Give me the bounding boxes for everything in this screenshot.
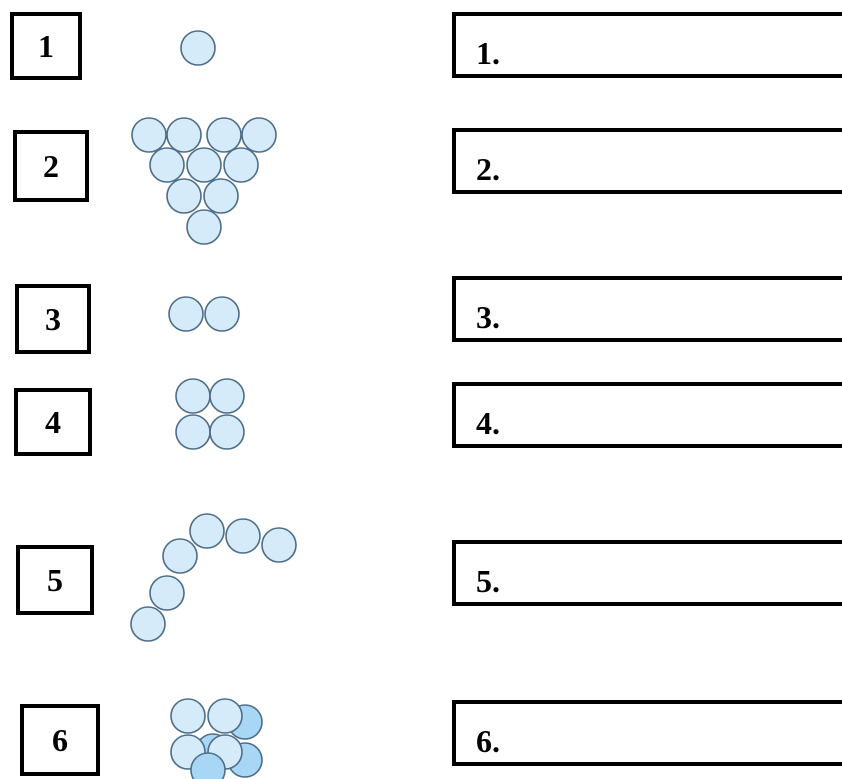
particle-circle bbox=[226, 519, 260, 553]
particle-circle bbox=[210, 379, 244, 413]
particle-circle bbox=[190, 514, 224, 548]
particle-circle bbox=[204, 179, 238, 213]
answer-box-3[interactable]: 3. bbox=[452, 276, 842, 342]
particle-circle bbox=[242, 118, 276, 152]
particle-circle bbox=[169, 297, 203, 331]
particle-circle bbox=[210, 415, 244, 449]
particle-circle bbox=[176, 415, 210, 449]
particle-circle bbox=[191, 753, 225, 779]
particle-circle bbox=[171, 699, 205, 733]
particle-circle bbox=[132, 118, 166, 152]
particle-circle bbox=[224, 148, 258, 182]
answer-label: 3. bbox=[476, 299, 500, 336]
particle-circle bbox=[167, 118, 201, 152]
particle-circle bbox=[167, 179, 201, 213]
answer-label: 2. bbox=[476, 151, 500, 188]
answer-box-1[interactable]: 1. bbox=[452, 12, 842, 78]
particle-circle bbox=[176, 379, 210, 413]
particle-circle bbox=[205, 297, 239, 331]
particle-circle bbox=[163, 539, 197, 573]
answer-box-2[interactable]: 2. bbox=[452, 128, 842, 194]
answer-label: 4. bbox=[476, 405, 500, 442]
particle-circle bbox=[262, 528, 296, 562]
answer-box-5[interactable]: 5. bbox=[452, 540, 842, 606]
answer-box-4[interactable]: 4. bbox=[452, 382, 842, 448]
particle-circle bbox=[131, 607, 165, 641]
particle-circle bbox=[187, 210, 221, 244]
particle-circle bbox=[181, 31, 215, 65]
answer-label: 5. bbox=[476, 563, 500, 600]
particle-circle bbox=[208, 699, 242, 733]
particle-circle bbox=[150, 576, 184, 610]
answer-label: 6. bbox=[476, 723, 500, 760]
particle-circle bbox=[187, 148, 221, 182]
answer-label: 1. bbox=[476, 35, 500, 72]
answer-box-6[interactable]: 6. bbox=[452, 700, 842, 766]
particle-circle bbox=[150, 148, 184, 182]
particle-circle bbox=[207, 118, 241, 152]
